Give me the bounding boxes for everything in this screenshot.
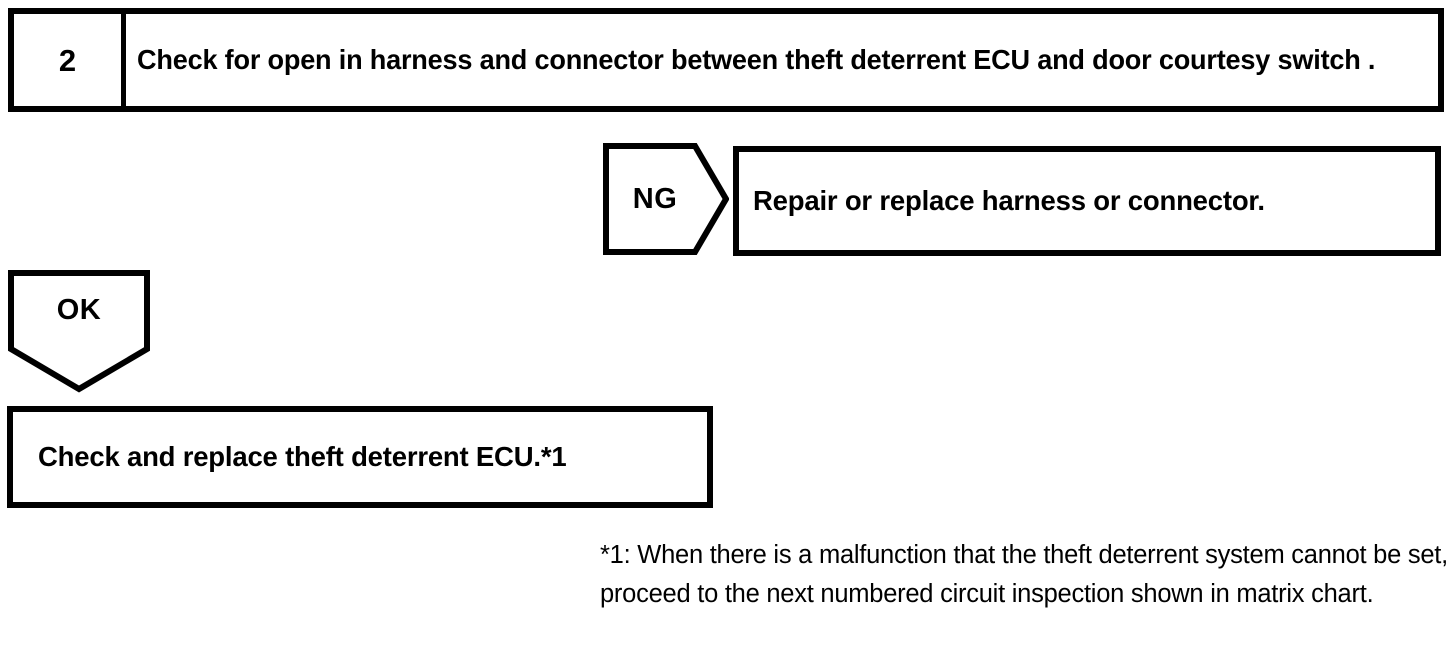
ng-pentagon-icon <box>603 143 729 255</box>
step-instruction-cell: Check for open in harness and connector … <box>126 14 1438 106</box>
ng-result-box: Repair or replace harness or connector. <box>733 146 1441 256</box>
footnote-text: *1: When there is a malfunction that the… <box>600 541 1448 608</box>
step-box: 2 Check for open in harness and connecto… <box>8 8 1444 112</box>
step-number-cell: 2 <box>14 14 126 106</box>
step-instruction-text: Check for open in harness and connector … <box>137 43 1376 75</box>
step-number: 2 <box>58 42 77 78</box>
ok-result-box: Check and replace theft deterrent ECU.*1 <box>7 406 713 508</box>
ng-result-text: Repair or replace harness or connector. <box>753 184 1265 216</box>
ok-branch-tag: OK <box>7 270 151 394</box>
ok-result-text: Check and replace theft deterrent ECU.*1 <box>38 440 567 472</box>
ng-branch-tag: NG <box>603 143 729 255</box>
ok-pentagon-icon <box>8 270 150 393</box>
